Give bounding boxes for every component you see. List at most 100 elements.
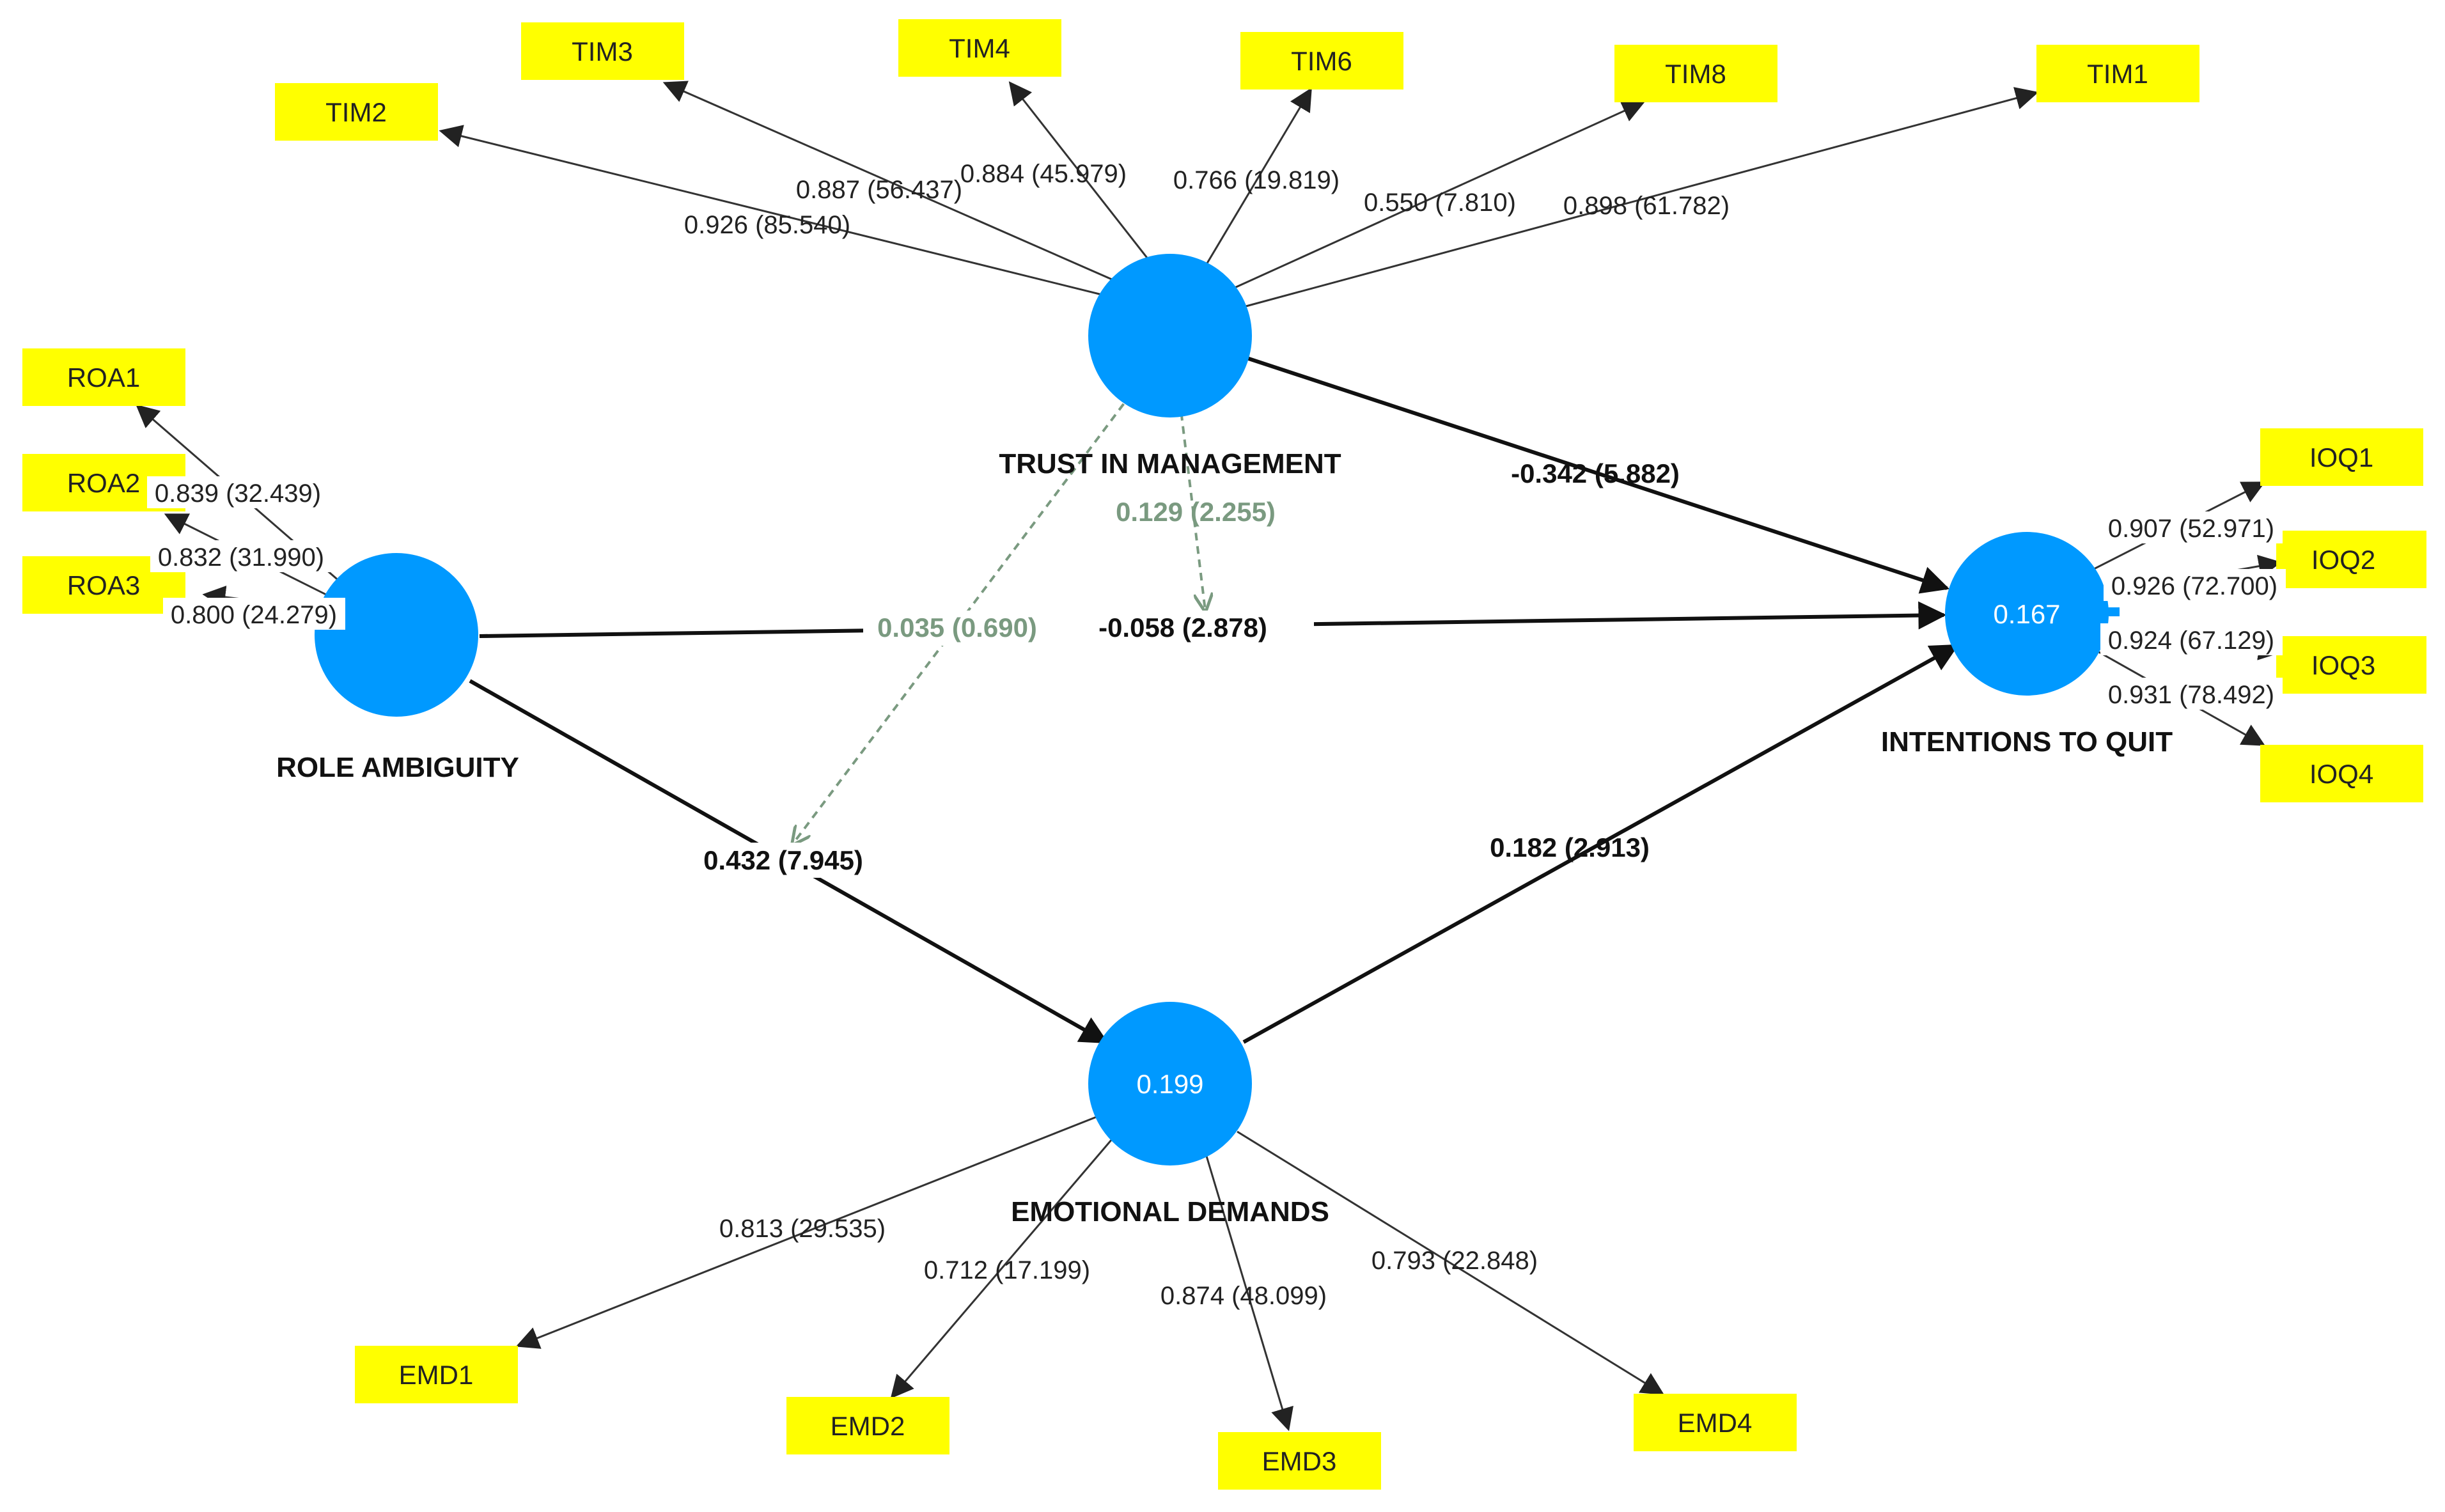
path-label-emd-iq: 0.182 (2.913) bbox=[1490, 832, 1650, 862]
loading-label-tim4: 0.884 (45.979) bbox=[960, 160, 1127, 188]
construct-circle-tim bbox=[1088, 254, 1252, 417]
indicator-box-ioq3 bbox=[2276, 636, 2426, 694]
loading-label-bg-roa2 bbox=[150, 540, 332, 572]
indicator-emd1[interactable]: EMD1 bbox=[355, 1346, 518, 1403]
construct-circle-roa bbox=[315, 553, 478, 717]
loading-label-bg-ioq2 bbox=[2104, 569, 2286, 601]
moderation-labels: 0.129 (2.255) 0.035 (0.690) bbox=[863, 497, 1276, 646]
loading-label-emd3: 0.874 (48.099) bbox=[1160, 1282, 1327, 1310]
indicator-tim6[interactable]: TIM6 bbox=[1240, 32, 1403, 90]
construct-emd[interactable]: 0.199 bbox=[1088, 1002, 1252, 1165]
loading-label-ioq2: 0.926 (72.700) bbox=[2111, 572, 2277, 600]
loading-arrow-tim6 bbox=[1201, 87, 1312, 272]
indicator-label-ioq4: IOQ4 bbox=[2309, 759, 2373, 789]
indicator-label-tim2: TIM2 bbox=[325, 97, 387, 127]
indicator-box-ioq2 bbox=[2276, 531, 2426, 588]
loading-label-roa1: 0.839 (32.439) bbox=[155, 479, 321, 508]
indicator-box-emd2 bbox=[786, 1397, 949, 1454]
indicator-label-ioq1: IOQ1 bbox=[2309, 442, 2373, 472]
path-label-bg-roa-emd bbox=[681, 843, 886, 878]
loading-arrow-tim8 bbox=[1227, 100, 1646, 292]
loading-arrow-tim3 bbox=[662, 81, 1139, 292]
indicator-tim4[interactable]: TIM4 bbox=[898, 19, 1061, 77]
loading-label-tim8: 0.550 (7.810) bbox=[1364, 189, 1516, 217]
loading-label-emd2: 0.712 (17.199) bbox=[924, 1256, 1090, 1284]
indicator-label-tim6: TIM6 bbox=[1291, 46, 1352, 76]
loading-label-roa3: 0.800 (24.279) bbox=[171, 601, 337, 629]
indicator-tim8[interactable]: TIM8 bbox=[1614, 45, 1777, 102]
indicator-tim3[interactable]: TIM3 bbox=[521, 22, 684, 80]
loading-label-tim2: 0.926 (85.540) bbox=[684, 211, 850, 239]
indicator-box-roa1 bbox=[22, 348, 185, 406]
loading-arrow-tim2 bbox=[439, 125, 1126, 302]
indicator-label-roa1: ROA1 bbox=[67, 362, 140, 393]
loading-arrow-emd3 bbox=[1201, 1141, 1293, 1431]
loading-label-bg-ioq3 bbox=[2100, 623, 2283, 655]
construct-circle-iq bbox=[1945, 532, 2109, 696]
loading-arrow-emd2 bbox=[890, 1134, 1117, 1399]
indicator-label-tim1: TIM1 bbox=[2087, 59, 2148, 89]
construct-iq[interactable]: 0.167 bbox=[1945, 532, 2120, 696]
indicator-label-tim8: TIM8 bbox=[1665, 59, 1726, 89]
indicator-box-emd1 bbox=[355, 1346, 518, 1403]
indicator-label-ioq2: IOQ2 bbox=[2311, 545, 2375, 575]
indicator-ioq1[interactable]: IOQ1 bbox=[2260, 428, 2423, 486]
loading-label-ioq3: 0.924 (67.129) bbox=[2108, 627, 2274, 655]
loading-label-emd4: 0.793 (22.848) bbox=[1371, 1247, 1538, 1275]
indicators: TIM2 TIM3 TIM4 TIM6 TIM8 TIM1 ROA1 ROA bbox=[22, 19, 2426, 1490]
loading-label-emd1: 0.813 (29.535) bbox=[719, 1215, 886, 1243]
indicator-box-tim4 bbox=[898, 19, 1061, 77]
indicator-roa1[interactable]: ROA1 bbox=[22, 348, 185, 406]
loading-label-bg-ioq1 bbox=[2100, 511, 2283, 543]
indicator-label-roa2: ROA2 bbox=[67, 468, 140, 498]
loading-arrow-emd4 bbox=[1237, 1130, 1665, 1395]
indicator-label-emd2: EMD2 bbox=[831, 1411, 905, 1441]
loading-label-bg-roa3 bbox=[163, 598, 345, 630]
path-label-roa-emd: 0.432 (7.945) bbox=[703, 845, 863, 875]
construct-edge-tab-iq bbox=[2100, 607, 2120, 616]
indicator-ioq4[interactable]: IOQ4 bbox=[2260, 745, 2423, 802]
loading-arrow-tim1 bbox=[1243, 87, 2039, 308]
indicator-ioq3[interactable]: IOQ3 bbox=[2276, 636, 2426, 694]
construct-tim[interactable] bbox=[1088, 254, 1252, 417]
indicator-box-tim2 bbox=[275, 83, 438, 141]
moderation-label-tim-roa-iq: 0.129 (2.255) bbox=[1116, 497, 1276, 527]
loading-label-ioq4: 0.931 (78.492) bbox=[2108, 681, 2274, 709]
loading-label-tim1: 0.898 (61.782) bbox=[1563, 192, 1730, 220]
indicator-box-ioq1 bbox=[2260, 428, 2423, 486]
indicator-box-emd4 bbox=[1634, 1394, 1797, 1451]
indicator-label-ioq3: IOQ3 bbox=[2311, 650, 2375, 680]
path-arrow-tim-iq bbox=[1246, 356, 1950, 594]
loading-label-bg-ioq4 bbox=[2100, 678, 2283, 710]
construct-value-emd: 0.199 bbox=[1136, 1069, 1203, 1099]
indicator-tim1[interactable]: TIM1 bbox=[2036, 45, 2199, 102]
construct-value-iq: 0.167 bbox=[1993, 599, 2060, 629]
indicator-box-tim3 bbox=[521, 22, 684, 80]
moderation-arrow-roa-iq bbox=[1178, 399, 1205, 611]
path-label-bg-roa-iq bbox=[1045, 611, 1314, 646]
loading-label-roa2: 0.832 (31.990) bbox=[158, 543, 324, 572]
loading-labels: 0.926 (85.540) 0.887 (56.437) 0.884 (45.… bbox=[147, 160, 2286, 1310]
loading-label-ioq1: 0.907 (52.971) bbox=[2108, 515, 2274, 543]
indicator-box-emd3 bbox=[1218, 1432, 1381, 1490]
loading-arrow-tim4 bbox=[1008, 81, 1162, 276]
loading-label-tim3: 0.887 (56.437) bbox=[796, 176, 962, 204]
loading-arrow-emd1 bbox=[515, 1114, 1100, 1349]
indicator-ioq2[interactable]: IOQ2 bbox=[2276, 531, 2426, 588]
construct-name-tim: TRUST IN MANAGEMENT bbox=[999, 448, 1341, 479]
indicator-label-emd1: EMD1 bbox=[399, 1360, 474, 1390]
construct-roa[interactable] bbox=[315, 553, 478, 717]
indicator-roa3[interactable]: ROA3 bbox=[22, 556, 185, 614]
indicator-emd4[interactable]: EMD4 bbox=[1634, 1394, 1797, 1451]
construct-name-iq: INTENTIONS TO QUIT bbox=[1881, 726, 2173, 758]
indicator-emd3[interactable]: EMD3 bbox=[1218, 1432, 1381, 1490]
indicator-box-ioq4 bbox=[2260, 745, 2423, 802]
indicator-label-tim4: TIM4 bbox=[949, 33, 1010, 63]
construct-name-emd: EMOTIONAL DEMANDS bbox=[1011, 1196, 1329, 1228]
indicator-tim2[interactable]: TIM2 bbox=[275, 83, 438, 141]
indicator-emd2[interactable]: EMD2 bbox=[786, 1397, 949, 1454]
loading-label-tim6: 0.766 (19.819) bbox=[1173, 166, 1340, 194]
indicator-label-roa3: ROA3 bbox=[67, 570, 140, 600]
indicator-label-tim3: TIM3 bbox=[572, 36, 633, 66]
path-label-tim-iq: -0.342 (5.882) bbox=[1511, 458, 1680, 488]
